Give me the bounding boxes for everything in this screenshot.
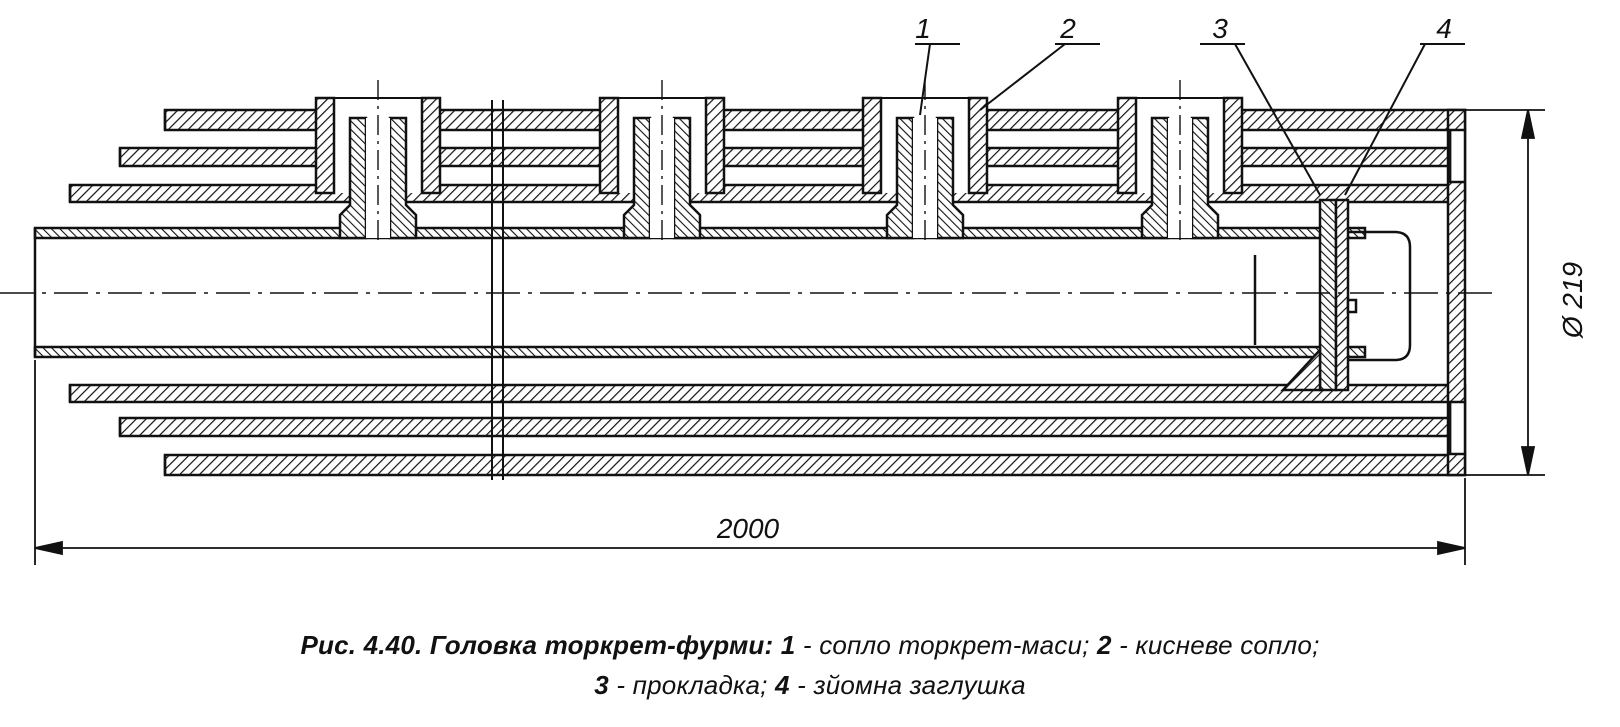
callout-3: 3 (1212, 13, 1228, 44)
oxygen-nozzle-wall-left (861, 96, 883, 195)
oxygen-nozzle-wall-left (598, 96, 620, 195)
torkret-tuyere-head-drawing: 1 2 3 4 2000 Ø 219 (0, 13, 1588, 565)
caption-item-4-text: - зйомна заглушка (797, 670, 1026, 700)
callout-1: 1 (915, 13, 931, 44)
diameter-dimension: Ø 219 (1557, 262, 1588, 339)
second-tube-bottom-wall (118, 416, 1452, 438)
caption-item-1-num: 1 (780, 630, 796, 660)
caption-item-3-num: 3 (594, 670, 609, 700)
removable-plug (1334, 198, 1350, 392)
caption-item-1-text: - сопло торкрет-маси; (802, 630, 1090, 660)
caption-item-2-text: - кисневе сопло; (1119, 630, 1320, 660)
callout-2: 2 (1059, 13, 1076, 44)
oxygen-nozzle-wall-left (314, 96, 336, 195)
oxygen-nozzle-wall-right (704, 96, 726, 195)
callout-4: 4 (1436, 13, 1452, 44)
oxygen-nozzle-wall-left (1116, 96, 1138, 195)
oxygen-nozzle-wall-right (420, 96, 442, 195)
figure-caption-line-1: Рис. 4.40. Головка торкрет-фурми: 1 - со… (0, 630, 1620, 661)
oxygen-nozzle-wall-right (1222, 96, 1244, 195)
caption-item-2-num: 2 (1097, 630, 1112, 660)
gasket (1318, 198, 1338, 392)
gasket-support (1280, 346, 1322, 392)
figure-caption-line-2: 3 - прокладка; 4 - зйомна заглушка (0, 670, 1620, 701)
third-tube-bottom-wall (68, 383, 1467, 404)
length-dimension: 2000 (716, 513, 780, 544)
caption-item-3-text: - прокладка; (616, 670, 768, 700)
caption-prefix: Рис. 4.40. Головка торкрет-фурми: (300, 630, 774, 660)
oxygen-nozzle-wall-right (967, 96, 989, 195)
caption-item-4-num: 4 (775, 670, 790, 700)
outer-tube-bottom-wall (163, 453, 1467, 477)
plug-handle (1348, 230, 1412, 362)
third-tube-top-wall (68, 183, 1467, 204)
inner-pipe-bottom-wall (33, 345, 1367, 359)
